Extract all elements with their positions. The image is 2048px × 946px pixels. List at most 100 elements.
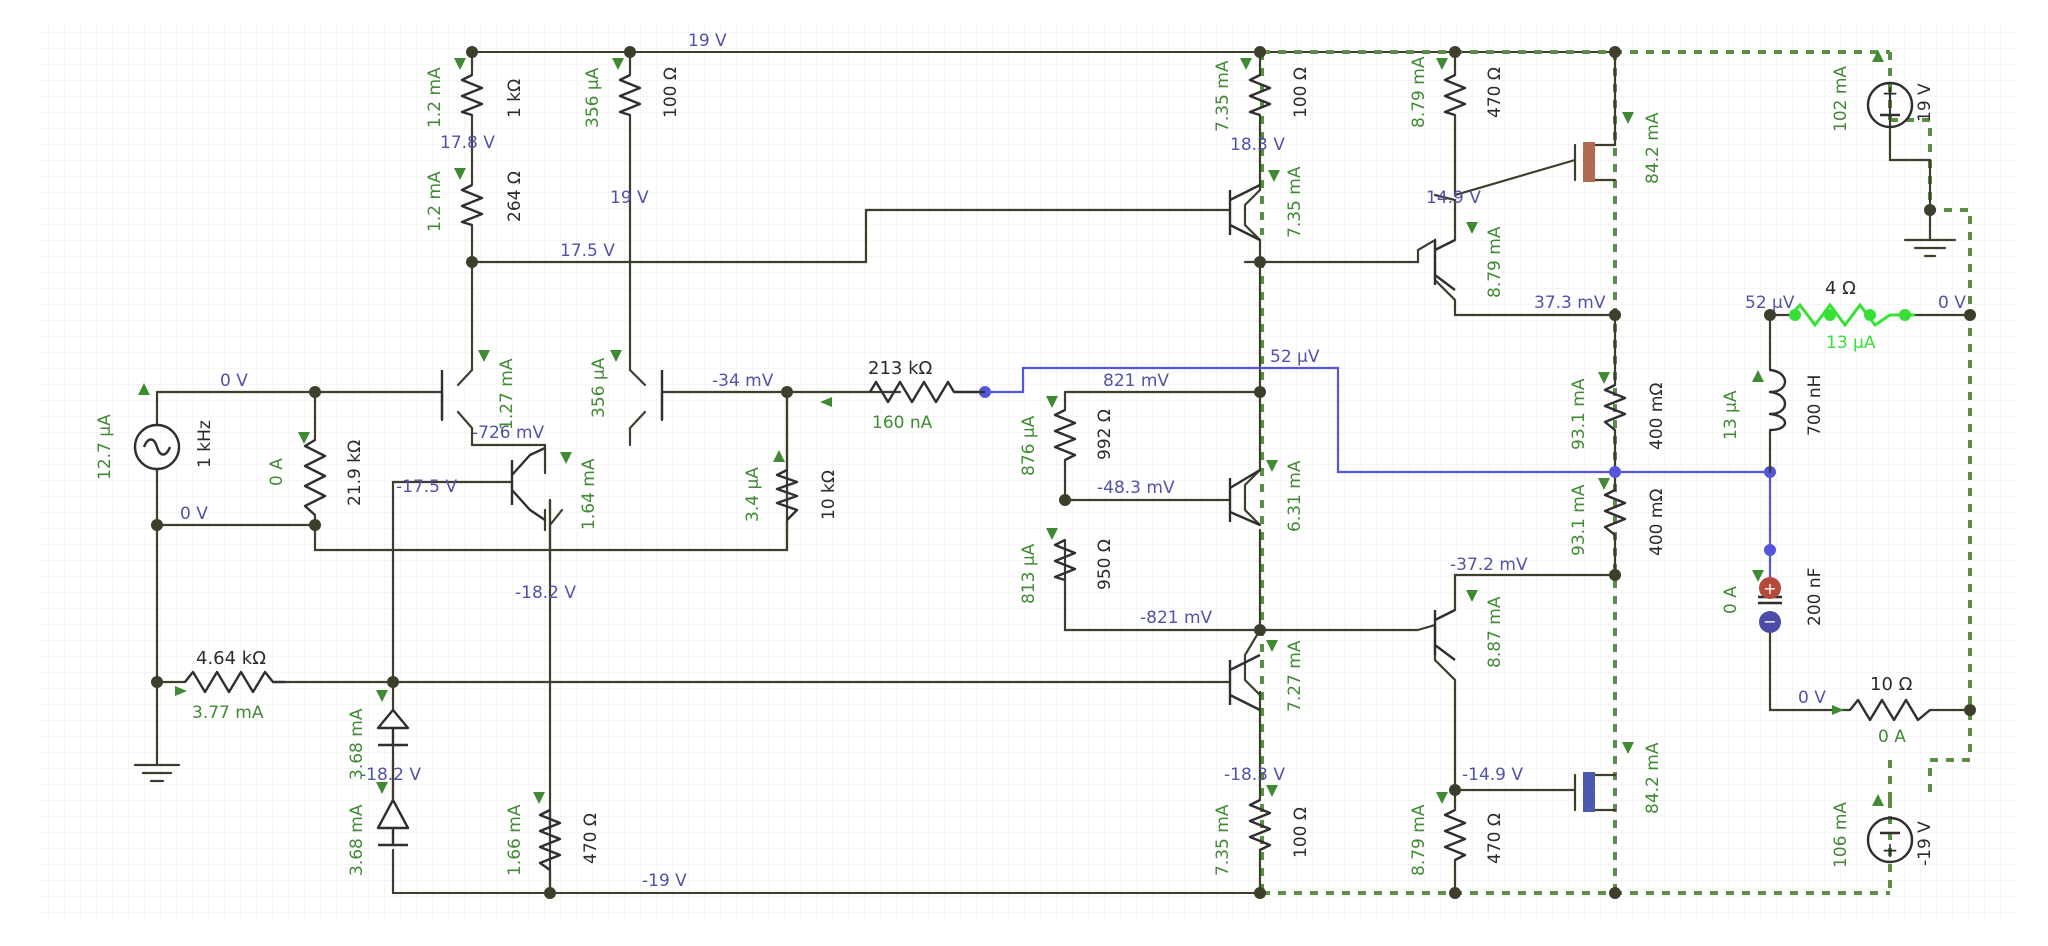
label-i-src: 12.7 μA bbox=[95, 414, 115, 480]
label-v-minus821: -821 mV bbox=[1140, 608, 1213, 628]
label-i-10ohm: 0 A bbox=[1878, 727, 1906, 747]
svg-text:+: + bbox=[1882, 81, 1899, 105]
label-r470b: 470 Ω bbox=[1485, 67, 1505, 118]
label-i-l: 13 μA bbox=[1721, 390, 1741, 440]
label-i-4ohm: 13 μA bbox=[1826, 333, 1876, 353]
value-labels: 1 kΩ 264 Ω 100 Ω 21.9 kΩ 10 kΩ 213 kΩ 4.… bbox=[195, 67, 1935, 866]
resistors bbox=[184, 73, 1931, 871]
label-i-q1: 1.27 mA bbox=[497, 358, 517, 430]
label-v-out-zero: 0 V bbox=[1938, 293, 1966, 313]
resistor-r10 bbox=[1849, 698, 1931, 722]
label-r4: 4 Ω bbox=[1825, 278, 1856, 299]
label-v-17-8: 17.8 V bbox=[440, 133, 495, 153]
label-i-r470a: 1.66 mA bbox=[505, 804, 525, 876]
label-v-gnd: 0 V bbox=[180, 504, 208, 524]
label-vneg: -19 V bbox=[1915, 821, 1935, 866]
label-i-m1: 84.2 mA bbox=[1643, 112, 1663, 184]
label-c: 200 nF bbox=[1805, 568, 1825, 626]
resistor-r10k bbox=[775, 468, 799, 521]
label-r470a: 470 Ω bbox=[581, 813, 601, 864]
junctions bbox=[151, 46, 1976, 899]
load-network bbox=[133, 88, 1972, 800]
label-i-r2: 1.2 mA bbox=[425, 171, 445, 232]
resistor-r100a bbox=[1248, 73, 1272, 117]
label-v-minus17-5: -17.5 V bbox=[396, 477, 457, 497]
label-v-52u-probe: 52 μV bbox=[1270, 347, 1320, 367]
label-v-14-9: 14.9 V bbox=[1426, 188, 1481, 208]
svg-text:−: − bbox=[1763, 612, 1776, 631]
capacitor-c: + − bbox=[1758, 550, 1782, 633]
dc-source-positive bbox=[1866, 81, 1914, 129]
label-vpos: 19 V bbox=[1915, 83, 1935, 122]
label-i-rin: 0 A bbox=[267, 458, 287, 486]
label-v-minus18-3: -18.3 V bbox=[1224, 765, 1285, 785]
label-r2: 264 Ω bbox=[505, 171, 525, 222]
label-r100a: 100 Ω bbox=[1291, 67, 1311, 118]
label-v-collector: 19 V bbox=[610, 188, 649, 208]
voltage-labels: 19 V 17.8 V 19 V 17.5 V 0 V 0 V -726 mV … bbox=[180, 31, 1966, 891]
inductor-l bbox=[1768, 368, 1787, 432]
label-i-m2: 84.2 mA bbox=[1643, 742, 1663, 814]
label-i-d2: 3.68 mA bbox=[347, 804, 367, 876]
label-i-464: 3.77 mA bbox=[192, 703, 264, 723]
label-rin: 21.9 kΩ bbox=[345, 440, 365, 506]
label-r100b: 100 Ω bbox=[1291, 807, 1311, 858]
label-v-52u-load: 52 μV bbox=[1745, 293, 1795, 313]
label-i-c: 0 A bbox=[1721, 586, 1741, 614]
label-v-minus14-9: -14.9 V bbox=[1462, 765, 1523, 785]
current-arrows bbox=[138, 50, 1884, 806]
resistor-r470a bbox=[538, 808, 562, 871]
label-i-q8: 8.87 mA bbox=[1485, 596, 1505, 668]
label-r950: 950 Ω bbox=[1095, 539, 1115, 590]
diodes bbox=[376, 708, 410, 847]
transistors bbox=[440, 142, 1595, 812]
label-i-rs1: 93.1 mA bbox=[1569, 378, 1589, 450]
label-r464: 4.64 kΩ bbox=[196, 648, 266, 669]
label-i-r1: 1.2 mA bbox=[425, 67, 445, 128]
label-v-bot-rail: -19 V bbox=[642, 871, 687, 891]
label-r1: 1 kΩ bbox=[505, 79, 525, 118]
label-r992: 992 Ω bbox=[1095, 409, 1115, 460]
label-v-tail: -726 mV bbox=[472, 423, 545, 443]
label-i-q4: 7.35 mA bbox=[1285, 166, 1305, 238]
resistor-r2 bbox=[460, 183, 484, 227]
resistor-rin bbox=[303, 438, 327, 516]
resistor-rs1 bbox=[1603, 383, 1627, 431]
label-i-q5: 6.31 mA bbox=[1285, 460, 1305, 532]
label-v-minus37-2: -37.2 mV bbox=[1450, 555, 1528, 575]
label-v-feedback: -34 mV bbox=[712, 371, 774, 391]
resistor-r470c bbox=[1443, 808, 1467, 862]
label-i-992: 876 μA bbox=[1019, 415, 1039, 476]
label-i-q7: 8.79 mA bbox=[1485, 226, 1505, 298]
label-v-minus48-3: -48.3 mV bbox=[1097, 478, 1175, 498]
label-i-r470b: 8.79 mA bbox=[1409, 56, 1429, 128]
label-i-r100a: 7.35 mA bbox=[1213, 60, 1233, 132]
resistor-rs2 bbox=[1603, 488, 1627, 536]
label-rs1: 400 mΩ bbox=[1647, 383, 1667, 450]
label-i-q3: 1.64 mA bbox=[579, 458, 599, 530]
label-v-top-rail: 19 V bbox=[688, 31, 727, 51]
label-v-minus18-2-diode: -18.2 V bbox=[360, 765, 421, 785]
label-r3: 100 Ω bbox=[661, 67, 681, 118]
mosfet-m1 bbox=[1583, 142, 1595, 182]
svg-text:+: + bbox=[1882, 838, 1899, 862]
label-r470c: 470 Ω bbox=[1485, 813, 1505, 864]
label-i-r3: 356 μA bbox=[583, 67, 603, 128]
label-r10: 10 Ω bbox=[1870, 674, 1913, 695]
resistor-r4-highlight bbox=[1768, 302, 1915, 328]
label-v-17-5: 17.5 V bbox=[560, 241, 615, 261]
resistor-r1 bbox=[460, 73, 484, 117]
label-v-in: 0 V bbox=[220, 371, 248, 391]
label-rs2: 400 mΩ bbox=[1647, 489, 1667, 556]
label-i-q6: 7.27 mA bbox=[1285, 640, 1305, 712]
resistor-r464 bbox=[184, 670, 285, 694]
label-i-q2: 356 μA bbox=[589, 357, 609, 418]
label-i-vpos: 102 mA bbox=[1831, 66, 1851, 132]
label-i-rs2: 93.1 mA bbox=[1569, 484, 1589, 556]
label-v-821: 821 mV bbox=[1103, 371, 1169, 391]
mosfet-m2 bbox=[1583, 772, 1595, 812]
resistor-r992 bbox=[1053, 408, 1077, 462]
resistor-r100b bbox=[1248, 798, 1272, 852]
